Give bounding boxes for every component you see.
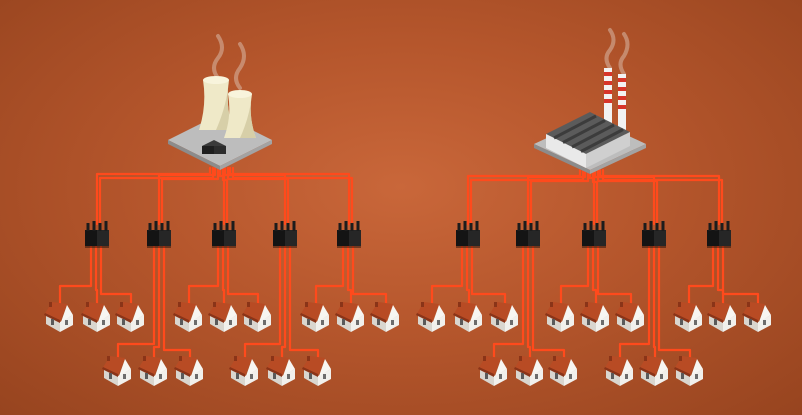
power-lines [58,166,760,360]
smoke-icon [604,28,630,76]
transformer-icon [456,221,480,248]
house-icon [229,356,258,386]
house-icon [242,302,271,332]
house-icon [138,356,167,386]
transformer-icon [212,221,236,248]
house-icon [102,356,131,386]
house-icon [545,302,574,332]
substations [85,221,731,248]
house-icon [208,302,237,332]
house-icon [639,356,668,386]
house-icon [489,302,518,332]
house-icon [453,302,482,332]
house-icon [514,356,543,386]
cooling-tower-icon [199,76,233,130]
house-icon [707,302,736,332]
power-plants [168,28,646,174]
house-icon [335,302,364,332]
house-icon [302,356,331,386]
house-icon [300,302,329,332]
house-icon [174,356,203,386]
transformer-icon [337,221,361,248]
house-icon [742,302,771,332]
house-icon [674,356,703,386]
house-icon [615,302,644,332]
house-icon [673,302,702,332]
chimney-icon [618,74,626,130]
house-icon [370,302,399,332]
transformer-icon [85,221,109,248]
house-icon [478,356,507,386]
transformer-icon [642,221,666,248]
houses [44,302,771,386]
nuclear-power-plant [168,34,272,170]
industrial-power-plant [534,28,646,174]
transformer-icon [582,221,606,248]
cooling-tower-icon [224,90,256,138]
house-icon [580,302,609,332]
house-icon [548,356,577,386]
transformer-icon [147,221,171,248]
house-icon [44,302,73,332]
chimney-icon [604,68,612,126]
transformer-icon [707,221,731,248]
house-icon [604,356,633,386]
transformer-icon [273,221,297,248]
house-icon [173,302,202,332]
house-icon [81,302,110,332]
smoke-icon [212,34,246,90]
house-icon [115,302,144,332]
house-icon [416,302,445,332]
house-icon [266,356,295,386]
transformer-icon [516,221,540,248]
